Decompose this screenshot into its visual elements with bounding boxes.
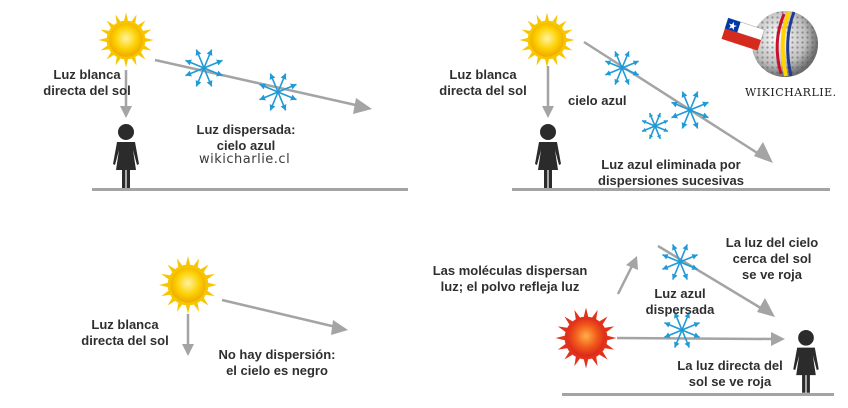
- ground-line-4: [562, 393, 834, 396]
- person-icon: [113, 124, 139, 188]
- scatter-star-icon: [664, 312, 700, 348]
- sky-label-2: cielo azul: [568, 93, 627, 108]
- ray-arrow-2-head: [754, 142, 773, 163]
- scatter-star-icon: [671, 91, 709, 129]
- sun-label-3: Luz blanca directa del sol: [81, 317, 169, 348]
- ray-arrow-2: [583, 40, 763, 158]
- person-icon: [535, 124, 561, 188]
- direct-red-label-4: La luz directa del sol se ve roja: [677, 358, 783, 389]
- chile-flag-icon: [721, 17, 765, 51]
- wikicharlie-logo: [721, 11, 818, 77]
- scatter-star-icon: [259, 73, 297, 111]
- ray-arrow-1: [154, 58, 361, 108]
- yellow-sun-icon: [519, 12, 575, 68]
- scatter-star-icon: [605, 51, 639, 85]
- blue-scatter-label-4: Luz azul dispersada: [645, 286, 715, 317]
- direct-arrow-4: [616, 336, 773, 341]
- yellow-sun-icon: [98, 12, 154, 68]
- ray-arrow-3-head: [331, 320, 348, 335]
- persons: [113, 124, 819, 393]
- sun-label-1: Luz blanca directa del sol: [43, 67, 131, 98]
- ground-line-1: [92, 188, 408, 191]
- yellow-sun-icon: [159, 256, 217, 314]
- watermark: wikicharlie.cl: [199, 152, 291, 167]
- sky-arrow-4: [657, 244, 765, 312]
- molecules-label-4: Las moléculas dispersan luz; el polvo re…: [432, 263, 588, 294]
- ground-line-2: [512, 188, 830, 191]
- down-arrow-2-head: [542, 106, 554, 118]
- red-sun-icon: [555, 307, 617, 369]
- down-arrow-1-head: [120, 106, 132, 118]
- no-scatter-label-3: No hay dispersión: el cielo es negro: [218, 347, 336, 378]
- scatter-star-icon: [641, 112, 669, 140]
- up-arrow-4: [616, 265, 634, 295]
- scatter-label-1: Luz dispersada: cielo azul: [196, 122, 296, 153]
- scatter-star-icon: [662, 244, 698, 280]
- direct-arrow-4-head: [771, 332, 785, 346]
- logo-text: WIKICHARLIE.: [745, 86, 837, 99]
- ray-arrow-1-head: [353, 98, 372, 114]
- sky-red-label-4: La luz del cielo cerca del sol se ve roj…: [725, 235, 819, 282]
- up-arrow-4-head: [626, 256, 638, 270]
- down-arrow-3-head: [182, 344, 194, 356]
- sun-label-2: Luz blanca directa del sol: [439, 67, 527, 98]
- removed-label-2: Luz azul eliminada por dispersiones suce…: [598, 157, 744, 188]
- ground-lines: [92, 188, 834, 396]
- ray-arrow-3: [221, 298, 337, 329]
- scatter-arrows: [185, 49, 709, 348]
- sky-arrow-4-head: [757, 298, 775, 317]
- scatter-star-icon: [185, 49, 223, 87]
- person-icon: [793, 330, 819, 393]
- light-ray-arrows: [120, 40, 785, 356]
